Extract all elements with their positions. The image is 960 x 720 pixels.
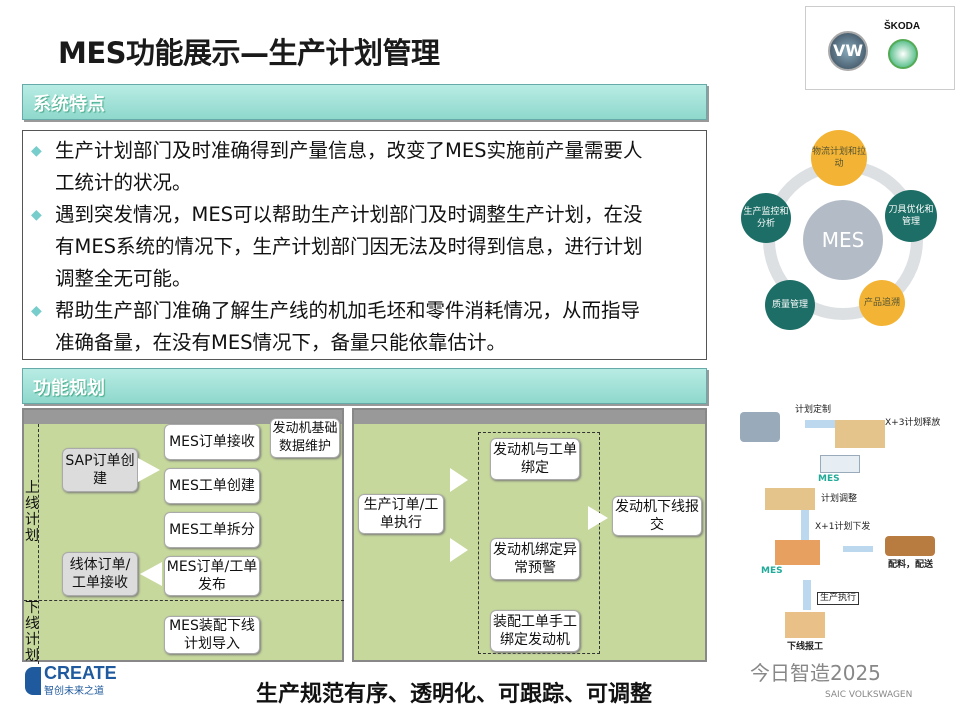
brand-name: CREATE [44, 663, 117, 683]
bullet-text: 遇到突发情况，MES可以帮助生产计划部门及时调整生产计划，在没 [55, 203, 643, 226]
flow-label: 下线报工 [787, 642, 824, 652]
flow-label: 生产执行 [817, 592, 860, 605]
cycle-item: 生产监控和分析 [741, 193, 791, 243]
bullet-line: 有MES系统的情况下，生产计划部门因无法及时得到信息，进行计划 [31, 231, 698, 263]
bullet-diamond-icon: ◆ [31, 207, 42, 223]
brand-logos: VW ŠKODA [805, 6, 955, 90]
arrow-icon [450, 538, 468, 562]
node-order-execute: 生产订单/工单执行 [358, 494, 444, 534]
right-diagram: 生产订单/工单执行 发动机与工单绑定 发动机绑定异常预警 装配工单手工绑定发动机… [352, 408, 707, 662]
node-bind-alert: 发动机绑定异常预警 [490, 538, 580, 580]
arrow-right-icon [138, 458, 160, 482]
cycle-item: 刀具优化和管理 [885, 190, 937, 242]
bullet-line: 准确备量，在没有MES情况下，备量只能依靠估计。 [31, 327, 698, 359]
arrow-icon [450, 468, 468, 492]
cycle-item: 物流计划和拉动 [811, 130, 867, 186]
bullet-text: 生产计划部门及时准确得到产量信息，改变了MES实施前产量需要人 [55, 139, 643, 162]
cycle-item: 质量管理 [765, 280, 815, 330]
lane-upper: 上线计划 [25, 480, 39, 544]
node-engine-bind: 发动机与工单绑定 [490, 438, 580, 480]
flow-label: 计划定制 [795, 405, 832, 415]
node-mes-order-receive: MES订单接收 [164, 424, 260, 460]
arrow-icon [588, 506, 608, 530]
create-logo-icon [25, 667, 41, 695]
flow-label: X+3计划释放 [885, 418, 941, 428]
bullet-diamond-icon [31, 167, 55, 199]
watermark: 今日智造2025 [750, 661, 881, 685]
skoda-label: ŠKODA [884, 21, 921, 32]
cycle-center: MES [803, 200, 883, 280]
bullet-diamond-icon [31, 263, 55, 295]
bullet-text: 帮助生产部门准确了解生产线的机加毛坯和零件消耗情况，从而指导 [55, 299, 641, 322]
node-engine-data: 发动机基础数据维护 [270, 418, 340, 458]
lane-lower: 下线计划 [25, 600, 39, 664]
node-manual-bind: 装配工单手工绑定发动机 [490, 610, 580, 652]
skoda-logo [888, 39, 918, 69]
bullet-diamond-icon: ◆ [31, 143, 42, 159]
node-sap-order: SAP订单创建 [62, 448, 138, 492]
bullet-text: 有MES系统的情况下，生产计划部门因无法及时得到信息，进行计划 [55, 235, 643, 258]
bullet-text: 工统计的状况。 [55, 171, 192, 194]
node-mes-workorder-create: MES工单创建 [164, 468, 260, 504]
flow-label: MES [761, 566, 783, 576]
bullet-line: ◆ 帮助生产部门准确了解生产线的机加毛坯和零件消耗情况，从而指导 [31, 295, 698, 327]
watermark-sub: SAIC VOLKSWAGEN [825, 690, 913, 700]
features-box: ◆ 生产计划部门及时准确得到产量信息，改变了MES实施前产量需要人工统计的状况。 ◆… [22, 130, 707, 360]
bullet-text: 准确备量，在没有MES情况下，备量只能依靠估计。 [55, 331, 507, 354]
flow-label: X+1计划下发 [815, 522, 871, 532]
brand-sub: 智创未来之道 [44, 686, 104, 697]
vw-logo: VW [828, 31, 868, 71]
cycle-item: 产品追溯 [859, 280, 905, 326]
page-title: MES功能展示—生产计划管理 [58, 36, 440, 70]
flow-label: MES [818, 474, 840, 484]
node-mes-offline-import: MES装配下线计划导入 [164, 616, 260, 654]
node-engine-offline: 发动机下线报交 [612, 496, 702, 536]
bullet-diamond-icon: ◆ [31, 303, 42, 319]
bullet-line: ◆ 遇到突发情况，MES可以帮助生产计划部门及时调整生产计划，在没 [31, 199, 698, 231]
slogan: 生产规范有序、透明化、可跟踪、可调整 [256, 682, 653, 707]
node-mes-workorder-split: MES工单拆分 [164, 512, 260, 548]
flow-illustration: 计划定制 X+3计划释放 MES 计划调整 X+1计划下发 MES 配料，配送 … [735, 400, 950, 662]
bullet-line: 工统计的状况。 [31, 167, 698, 199]
flow-label: 计划调整 [821, 494, 858, 504]
mes-cycle-diagram: MES 物流计划和拉动 刀具优化和管理 产品追溯 质量管理 生产监控和分析 [735, 125, 950, 340]
bullet-diamond-icon [31, 327, 55, 359]
left-diagram: 上线计划 下线计划 SAP订单创建 MES订单接收 发动机基础数据维护 MES工… [22, 408, 344, 664]
bullet-line: ◆ 生产计划部门及时准确得到产量信息，改变了MES实施前产量需要人 [31, 135, 698, 167]
node-line-receive: 线体订单/工单接收 [62, 552, 138, 596]
bullet-line: 调整全无可能。 [31, 263, 698, 295]
section-header-features: 系统特点 [22, 84, 707, 120]
flow-label: 配料，配送 [888, 560, 934, 570]
section-header-planning: 功能规划 [22, 368, 707, 404]
bullet-text: 调整全无可能。 [55, 267, 192, 290]
node-mes-publish: MES订单/工单发布 [164, 556, 260, 596]
bullet-diamond-icon [31, 231, 55, 263]
arrow-left-icon [140, 562, 162, 586]
